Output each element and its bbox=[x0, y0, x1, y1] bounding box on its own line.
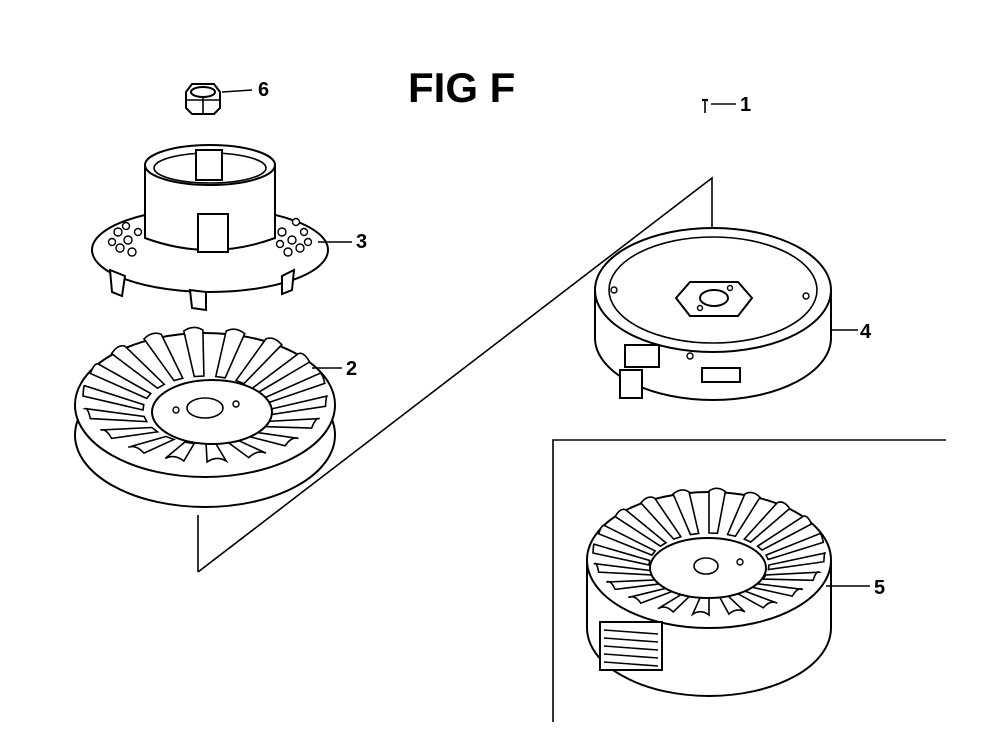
fan-blade bbox=[726, 491, 762, 538]
part-1-screw bbox=[702, 98, 736, 113]
fan-blade bbox=[718, 594, 746, 616]
fan-blade bbox=[164, 441, 196, 463]
callout-2: 2 bbox=[346, 358, 357, 380]
fan-blade bbox=[756, 515, 813, 551]
fan-blade bbox=[639, 496, 683, 541]
fan-blade bbox=[251, 352, 311, 394]
fan-blade bbox=[110, 344, 166, 390]
part-4-flywheel-housing bbox=[594, 227, 858, 401]
fan-blade bbox=[182, 326, 205, 378]
fan-blade bbox=[262, 372, 326, 405]
fan-blade bbox=[690, 595, 710, 617]
fan-blade bbox=[761, 571, 822, 582]
part-2-cooling-fan bbox=[74, 326, 342, 508]
fan-blade bbox=[597, 524, 657, 557]
fan-blade bbox=[205, 442, 229, 464]
fan-blade bbox=[100, 426, 160, 440]
fan-blade bbox=[82, 384, 145, 411]
figure-title: FIG F bbox=[408, 64, 515, 111]
callout-3: 3 bbox=[356, 231, 367, 253]
fan-blade bbox=[265, 395, 329, 417]
fan-blade bbox=[142, 332, 184, 382]
fan-blade bbox=[764, 532, 825, 561]
fan-blade bbox=[735, 590, 778, 609]
fan-blade bbox=[127, 435, 177, 455]
part-6-nut bbox=[185, 83, 253, 115]
fan-blade bbox=[767, 551, 827, 571]
fan-blade bbox=[614, 508, 668, 548]
fan-blade bbox=[672, 489, 700, 536]
part-5-cooling-fan-alternate bbox=[586, 487, 870, 697]
part-3-starter-pulley bbox=[91, 144, 352, 312]
fan-blade bbox=[708, 487, 727, 535]
fan-blade bbox=[89, 363, 153, 400]
fan-blade bbox=[627, 587, 676, 605]
fan-blade bbox=[225, 438, 267, 459]
callout-4: 4 bbox=[860, 321, 872, 343]
callout-1: 1 bbox=[740, 94, 751, 116]
fan-blade bbox=[592, 543, 651, 566]
fan-blade bbox=[742, 501, 791, 543]
fan-blade bbox=[214, 328, 246, 379]
fan-blade bbox=[82, 407, 149, 423]
fan-blade bbox=[592, 562, 654, 576]
fan-blade bbox=[750, 582, 804, 598]
callout-5: 5 bbox=[874, 577, 885, 599]
fan-blade bbox=[657, 592, 693, 614]
callout-6: 6 bbox=[258, 79, 269, 101]
fan-blade bbox=[243, 431, 299, 447]
fan-blade bbox=[606, 579, 663, 591]
fan-blade bbox=[257, 417, 320, 429]
fan-blade bbox=[234, 337, 283, 385]
